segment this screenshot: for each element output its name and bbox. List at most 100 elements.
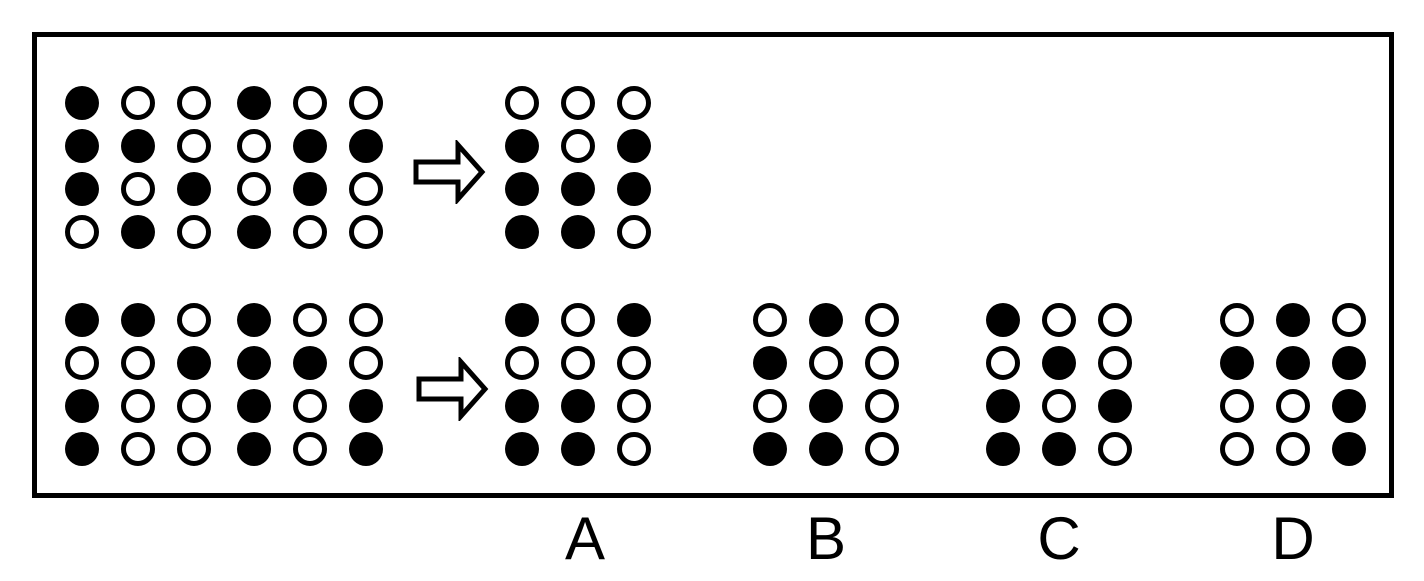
filled-dot: [121, 129, 155, 163]
example-input-grid-1: [65, 86, 211, 249]
empty-dot: [121, 86, 155, 120]
empty-dot: [617, 215, 651, 249]
empty-dot: [121, 346, 155, 380]
filled-dot: [561, 172, 595, 206]
example-result-grid: [505, 86, 651, 249]
filled-dot: [561, 215, 595, 249]
empty-dot: [65, 215, 99, 249]
filled-dot: [65, 303, 99, 337]
empty-dot: [349, 86, 383, 120]
filled-dot: [237, 215, 271, 249]
empty-dot: [617, 389, 651, 423]
filled-dot: [505, 389, 539, 423]
empty-dot: [617, 432, 651, 466]
empty-dot: [121, 389, 155, 423]
empty-dot: [237, 129, 271, 163]
empty-dot: [349, 303, 383, 337]
empty-dot: [617, 86, 651, 120]
filled-dot: [177, 172, 211, 206]
option-grid-b[interactable]: [753, 303, 899, 466]
filled-dot: [505, 303, 539, 337]
filled-dot: [986, 303, 1020, 337]
option-grid-c[interactable]: [986, 303, 1132, 466]
filled-dot: [1098, 389, 1132, 423]
empty-dot: [293, 389, 327, 423]
empty-dot: [505, 346, 539, 380]
empty-dot: [1220, 303, 1254, 337]
empty-dot: [237, 172, 271, 206]
empty-dot: [1276, 389, 1310, 423]
empty-dot: [65, 346, 99, 380]
option-grid-d[interactable]: [1220, 303, 1366, 466]
empty-dot: [505, 86, 539, 120]
filled-dot: [349, 389, 383, 423]
filled-dot: [65, 172, 99, 206]
empty-dot: [561, 129, 595, 163]
empty-dot: [349, 172, 383, 206]
filled-dot: [65, 432, 99, 466]
right-arrow-icon: [416, 357, 489, 421]
example-input-grid-2: [237, 86, 383, 249]
empty-dot: [1220, 432, 1254, 466]
filled-dot: [177, 346, 211, 380]
filled-dot: [1042, 432, 1076, 466]
filled-dot: [237, 346, 271, 380]
empty-dot: [753, 389, 787, 423]
empty-dot: [1098, 303, 1132, 337]
empty-dot: [1276, 432, 1310, 466]
option-label-b[interactable]: B: [805, 505, 847, 572]
empty-dot: [865, 432, 899, 466]
filled-dot: [753, 432, 787, 466]
right-arrow-icon: [413, 140, 486, 204]
filled-dot: [237, 432, 271, 466]
filled-dot: [561, 389, 595, 423]
empty-dot: [177, 432, 211, 466]
empty-dot: [121, 172, 155, 206]
filled-dot: [561, 432, 595, 466]
empty-dot: [177, 303, 211, 337]
empty-dot: [293, 303, 327, 337]
empty-dot: [865, 346, 899, 380]
option-label-d[interactable]: D: [1271, 505, 1315, 572]
filled-dot: [809, 432, 843, 466]
filled-dot: [121, 303, 155, 337]
filled-dot: [809, 303, 843, 337]
filled-dot: [121, 215, 155, 249]
filled-dot: [1220, 346, 1254, 380]
filled-dot: [1276, 303, 1310, 337]
filled-dot: [505, 129, 539, 163]
empty-dot: [1332, 303, 1366, 337]
question-input-grid-1: [65, 303, 211, 466]
filled-dot: [986, 389, 1020, 423]
filled-dot: [1332, 346, 1366, 380]
filled-dot: [1276, 346, 1310, 380]
option-grid-a[interactable]: [505, 303, 651, 466]
filled-dot: [349, 432, 383, 466]
filled-dot: [753, 346, 787, 380]
empty-dot: [293, 86, 327, 120]
filled-dot: [809, 389, 843, 423]
filled-dot: [617, 303, 651, 337]
empty-dot: [865, 303, 899, 337]
empty-dot: [1042, 303, 1076, 337]
filled-dot: [617, 129, 651, 163]
empty-dot: [809, 346, 843, 380]
empty-dot: [1098, 346, 1132, 380]
option-label-a[interactable]: A: [564, 505, 606, 572]
filled-dot: [65, 389, 99, 423]
empty-dot: [561, 303, 595, 337]
filled-dot: [237, 303, 271, 337]
empty-dot: [1098, 432, 1132, 466]
filled-dot: [349, 129, 383, 163]
filled-dot: [617, 172, 651, 206]
empty-dot: [177, 389, 211, 423]
empty-dot: [349, 346, 383, 380]
filled-dot: [293, 172, 327, 206]
filled-dot: [1042, 346, 1076, 380]
empty-dot: [986, 346, 1020, 380]
empty-dot: [1220, 389, 1254, 423]
filled-dot: [237, 389, 271, 423]
option-label-c[interactable]: C: [1037, 505, 1081, 572]
empty-dot: [561, 86, 595, 120]
